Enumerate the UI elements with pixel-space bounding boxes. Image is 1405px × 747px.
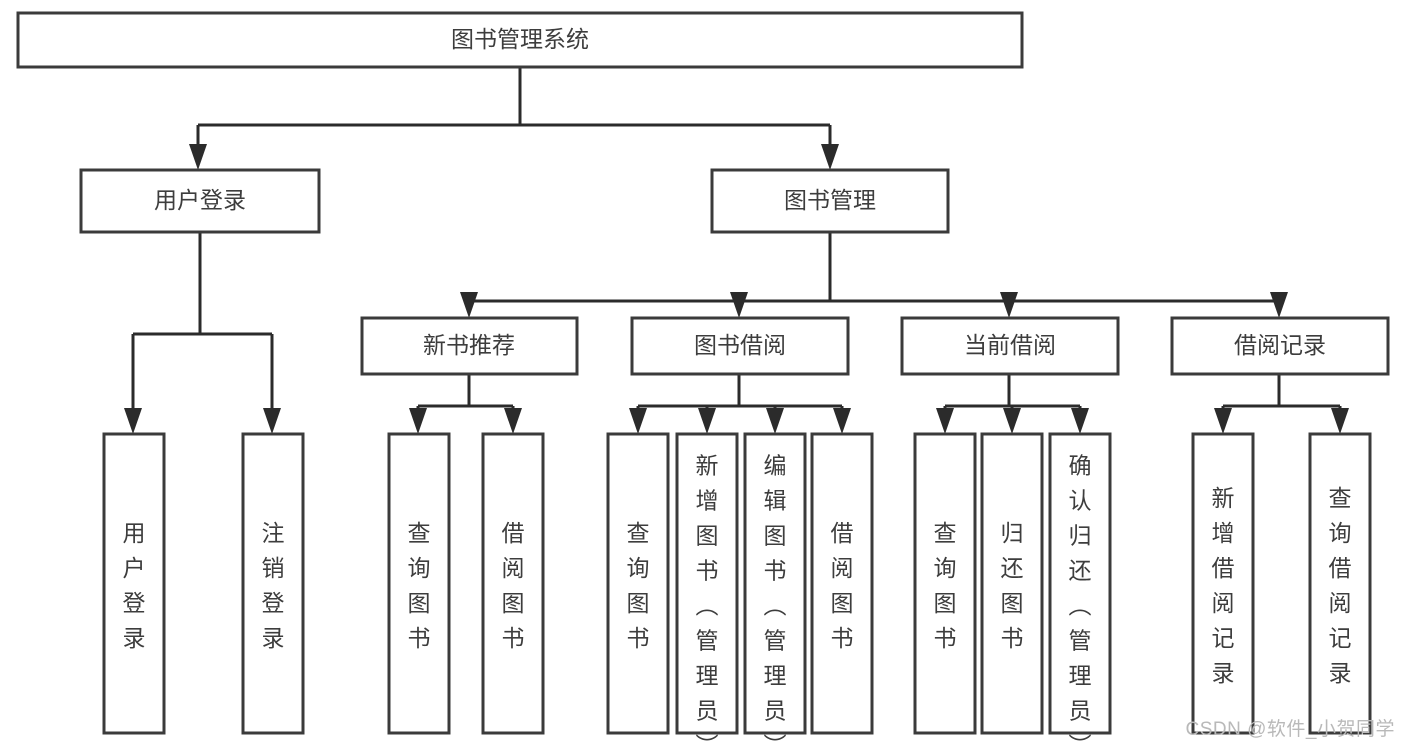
arrowhead-leaf-logout [263,408,281,434]
node-leaf-confirm-return-label: 确认归还︵管理员︶ [1069,452,1092,747]
arrowhead-leaf-confirm-return [1071,408,1089,434]
node-root-box[interactable] [16,11,1024,69]
node-leaf-query-book-2[interactable]: 查询图书 [606,432,670,735]
node-leaf-borrow-book-2-box[interactable] [810,432,874,735]
node-leaf-add-book[interactable]: 新增图书︵管理员︶ [675,432,739,747]
node-leaf-query-book-3-label: 查询图书 [934,520,957,651]
node-leaf-return-book-label: 归还图书 [1001,520,1024,651]
node-current-borrow-box[interactable] [900,316,1120,376]
node-leaf-add-book-label: 新增图书︵管理员︶ [696,452,719,747]
node-new-book-recommend[interactable]: 新书推荐 [360,316,579,376]
arrowhead-leaf-borrow-book-1 [504,408,522,434]
arrowhead-borrow-record [1270,292,1288,318]
node-leaf-borrow-book-2[interactable]: 借阅图书 [810,432,874,735]
node-leaf-return-book[interactable]: 归还图书 [980,432,1044,735]
node-leaf-return-book-box[interactable] [980,432,1044,735]
node-leaf-query-book-1[interactable]: 查询图书 [387,432,451,735]
arrowhead-book-manage [821,144,839,170]
node-leaf-query-book-1-label: 查询图书 [408,520,431,651]
node-leaf-add-borrow-record-box[interactable] [1191,432,1255,735]
node-root[interactable]: 图书管理系统 [16,11,1024,69]
arrowhead-leaf-user-login [124,408,142,434]
edge-book-manage-bus [467,232,1279,303]
node-leaf-add-book-box[interactable] [675,432,739,735]
node-borrow-record-box[interactable] [1170,316,1390,376]
node-leaf-query-borrow-record-label: 查询借阅记录 [1329,485,1352,686]
node-leaf-logout-box[interactable] [241,432,305,735]
arrowhead-leaf-query-book-3 [936,408,954,434]
arrowhead-leaf-query-borrow-record [1331,408,1349,434]
node-current-borrow[interactable]: 当前借阅 [900,316,1120,376]
edge-root-bus [196,67,832,152]
node-leaf-query-book-2-box[interactable] [606,432,670,735]
node-leaf-borrow-book-1-label: 借阅图书 [502,520,525,651]
node-user-login-box[interactable] [79,168,321,234]
arrowhead-leaf-return-book [1003,408,1021,434]
node-user-login[interactable]: 用户登录 [79,168,321,234]
node-layer: 图书管理系统 用户登录 图书管理 新书推荐 图书借阅 [16,11,1390,747]
node-leaf-user-login-label: 用户登录 [123,520,146,651]
node-root-label: 图书管理系统 [451,26,589,52]
node-user-login-label: 用户登录 [154,187,246,213]
node-leaf-logout-label: 注销登录 [262,520,285,651]
arrowhead-new-book-recommend [460,292,478,318]
edge-book-borrow-bus [636,374,844,416]
node-leaf-edit-book[interactable]: 编辑图书︵管理员︶ [743,432,807,747]
arrowhead-book-borrow [730,292,748,318]
node-book-borrow-label: 图书借阅 [694,332,786,358]
arrowhead-leaf-add-book [698,408,716,434]
node-leaf-query-book-2-label: 查询图书 [627,520,650,651]
node-book-manage-label: 图书管理 [784,187,876,213]
node-book-manage-box[interactable] [710,168,950,234]
edge-user-login-bus [131,232,274,416]
arrowhead-leaf-edit-book [766,408,784,434]
node-leaf-logout[interactable]: 注销登录 [241,432,305,735]
arrowhead-current-borrow [1000,292,1018,318]
node-leaf-query-book-3[interactable]: 查询图书 [913,432,977,735]
node-borrow-record[interactable]: 借阅记录 [1170,316,1390,376]
node-leaf-query-book-3-box[interactable] [913,432,977,735]
node-new-book-recommend-label: 新书推荐 [423,332,515,358]
node-leaf-borrow-book-1-box[interactable] [481,432,545,735]
node-leaf-confirm-return-box[interactable] [1048,432,1112,735]
edge-layer [124,67,1349,434]
csdn-watermark: CSDN @软件_小贺同学 [1185,719,1395,740]
node-leaf-edit-book-box[interactable] [743,432,807,735]
arrowhead-leaf-borrow-book-2 [833,408,851,434]
node-leaf-borrow-book-2-label: 借阅图书 [831,520,854,651]
node-new-book-recommend-box[interactable] [360,316,579,376]
edge-new-book-bus [416,374,515,416]
node-leaf-edit-book-label: 编辑图书︵管理员︶ [764,452,787,747]
node-book-borrow-box[interactable] [630,316,850,376]
node-book-manage[interactable]: 图书管理 [710,168,950,234]
node-leaf-query-borrow-record-box[interactable] [1308,432,1372,735]
arrowhead-leaf-add-borrow-record [1214,408,1232,434]
node-leaf-confirm-return[interactable]: 确认归还︵管理员︶ [1048,432,1112,747]
node-current-borrow-label: 当前借阅 [964,332,1056,358]
node-leaf-add-borrow-record[interactable]: 新增借阅记录 [1191,432,1255,735]
arrowhead-leaf-query-book-2 [629,408,647,434]
node-leaf-query-book-1-box[interactable] [387,432,451,735]
arrowhead-leaf-query-book-1 [409,408,427,434]
node-leaf-user-login-box[interactable] [102,432,166,735]
node-book-borrow[interactable]: 图书借阅 [630,316,850,376]
arrowhead-user-login [189,144,207,170]
node-borrow-record-label: 借阅记录 [1234,332,1326,358]
node-leaf-add-borrow-record-label: 新增借阅记录 [1212,485,1235,686]
node-leaf-user-login[interactable]: 用户登录 [102,432,166,735]
edge-borrow-record-bus [1221,374,1342,416]
node-leaf-borrow-book-1[interactable]: 借阅图书 [481,432,545,735]
node-leaf-query-borrow-record[interactable]: 查询借阅记录 [1308,432,1372,735]
